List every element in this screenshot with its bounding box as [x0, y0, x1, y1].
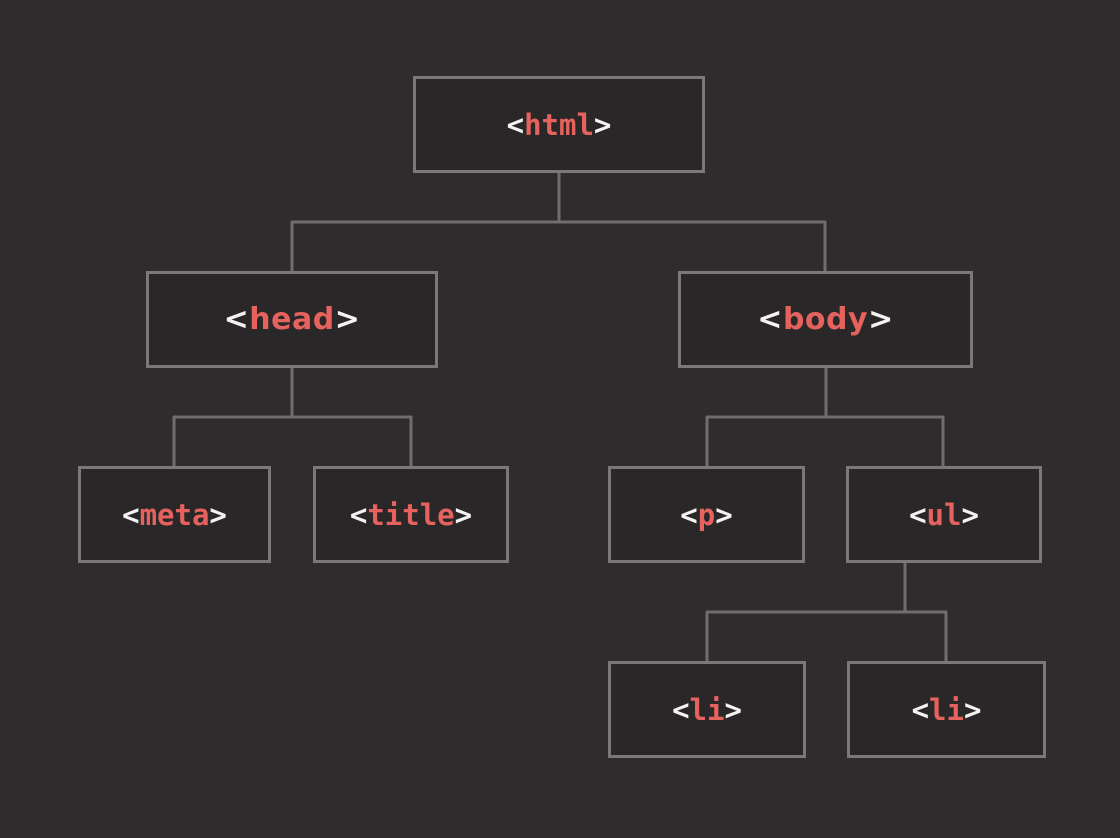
- node-body: <body>: [678, 271, 973, 368]
- close-bracket: >: [961, 497, 979, 532]
- open-bracket: <: [506, 107, 525, 142]
- tag-name: body: [782, 302, 869, 337]
- open-bracket: <: [349, 497, 368, 532]
- close-bracket: >: [963, 692, 982, 727]
- close-bracket: >: [868, 302, 894, 337]
- tag-name: p: [697, 497, 716, 532]
- node-meta: <meta>: [78, 466, 271, 563]
- node-p: <p>: [608, 466, 805, 563]
- connector-bracket-head: [172, 415, 413, 466]
- tag-name: li: [929, 692, 964, 727]
- open-bracket: <: [909, 497, 927, 532]
- tag-name: meta: [139, 497, 210, 532]
- node-li-2: <li>: [847, 661, 1046, 758]
- connector-bracket-html: [290, 220, 827, 271]
- tag-name: head: [249, 302, 335, 337]
- open-bracket: <: [223, 302, 250, 337]
- node-ul: <ul>: [846, 466, 1042, 563]
- tag-name: ul: [926, 497, 962, 532]
- tag-name: title: [367, 497, 455, 532]
- node-li-1: <li>: [608, 661, 806, 758]
- close-bracket: >: [209, 497, 227, 532]
- tag-name: html: [524, 107, 594, 142]
- node-head: <head>: [146, 271, 438, 368]
- open-bracket: <: [757, 302, 783, 337]
- open-bracket: <: [911, 692, 930, 727]
- node-html: <html>: [413, 76, 705, 173]
- close-bracket: >: [334, 302, 361, 337]
- close-bracket: >: [454, 497, 473, 532]
- open-bracket: <: [672, 692, 690, 727]
- node-title: <title>: [313, 466, 509, 563]
- open-bracket: <: [122, 497, 140, 532]
- open-bracket: <: [680, 497, 698, 532]
- connector-bracket-body: [705, 415, 945, 466]
- tag-name: li: [689, 692, 725, 727]
- close-bracket: >: [724, 692, 742, 727]
- close-bracket: >: [715, 497, 733, 532]
- close-bracket: >: [593, 107, 612, 142]
- connector-bracket-ul: [705, 610, 948, 661]
